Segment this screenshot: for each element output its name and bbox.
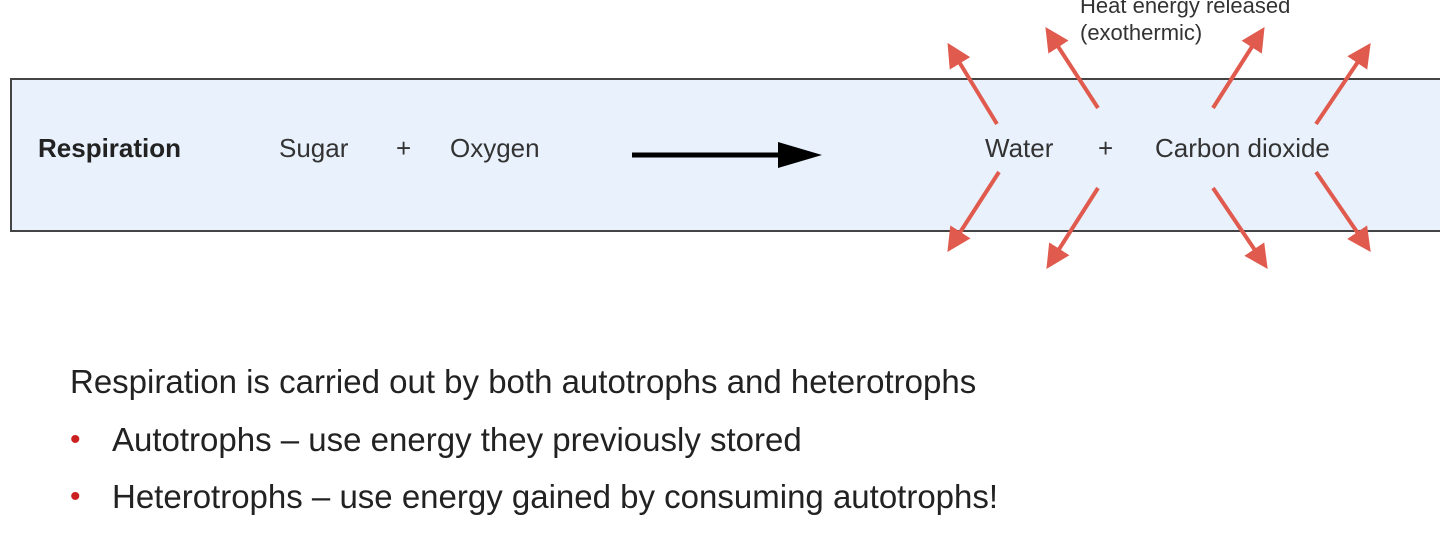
product-carbon-dioxide: Carbon dioxide xyxy=(1155,133,1330,163)
plus-sign-reactants: + xyxy=(396,133,412,163)
product-water: Water xyxy=(985,133,1054,163)
list-item: • Heterotrophs – use energy gained by co… xyxy=(70,477,1370,517)
heat-energy-label: Heat energy released (exothermic) xyxy=(1080,0,1290,46)
process-label: Respiration xyxy=(38,133,182,163)
heat-energy-label-line-2: (exothermic) xyxy=(1080,20,1203,45)
heat-energy-label-line-1: Heat energy released xyxy=(1080,0,1291,18)
bullet-text: Heterotrophs – use energy gained by cons… xyxy=(112,478,999,515)
bullet-dot-icon: • xyxy=(70,480,81,513)
reactant-oxygen: Oxygen xyxy=(450,133,540,163)
notes-section: Respiration is carried out by both autot… xyxy=(70,362,1370,534)
plus-sign-products: + xyxy=(1098,133,1114,163)
bullet-dot-icon: • xyxy=(70,423,81,456)
notes-bullet-list: • Autotrophs – use energy they previousl… xyxy=(70,420,1370,517)
reactant-sugar: Sugar xyxy=(279,133,349,163)
list-item: • Autotrophs – use energy they previousl… xyxy=(70,420,1370,460)
notes-lead-text: Respiration is carried out by both autot… xyxy=(70,363,977,400)
bullet-text: Autotrophs – use energy they previously … xyxy=(112,421,802,458)
